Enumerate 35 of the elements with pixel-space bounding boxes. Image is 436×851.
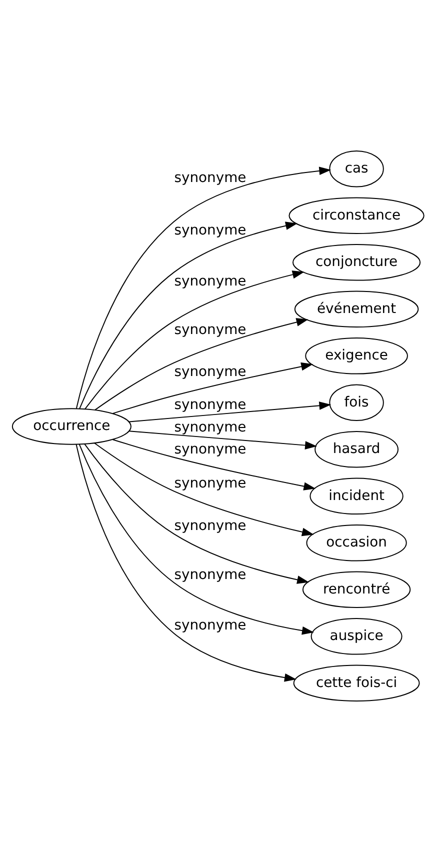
arrow bbox=[94, 442, 314, 536]
node-ellipse: auspice bbox=[310, 617, 402, 654]
node-ellipse: occasion bbox=[306, 524, 407, 561]
edge-label: synonyme bbox=[174, 441, 246, 458]
edge-label: synonyme bbox=[174, 474, 246, 491]
edge-label: synonyme bbox=[174, 222, 246, 238]
node-ellipse: occurrence bbox=[12, 408, 132, 444]
node-ellipse: rencontré bbox=[302, 570, 411, 608]
edge-label: synonyme bbox=[174, 170, 246, 186]
edge-label: synonyme bbox=[174, 363, 246, 380]
edge-label: synonyme bbox=[174, 617, 246, 634]
arrow bbox=[94, 318, 308, 410]
arrow bbox=[76, 444, 296, 682]
node-ellipse: hasard bbox=[314, 430, 398, 468]
arrow bbox=[76, 166, 332, 408]
arrow bbox=[112, 438, 316, 490]
edge-label: synonyme bbox=[174, 566, 246, 582]
arrow bbox=[112, 362, 314, 414]
edge-label: synonyme bbox=[174, 518, 246, 534]
node-ellipse: cette fois-ci bbox=[293, 664, 420, 702]
edge-label: synonyme bbox=[174, 396, 246, 412]
edge-label: synonyme bbox=[174, 322, 246, 338]
node-ellipse: fois bbox=[329, 384, 384, 421]
arrow bbox=[84, 270, 304, 409]
arrow bbox=[79, 221, 298, 409]
node-ellipse: cas bbox=[329, 150, 384, 187]
edge-label: synonyme bbox=[174, 419, 246, 436]
edge-label: synonyme bbox=[174, 272, 246, 289]
node-ellipse: exigence bbox=[305, 336, 408, 374]
node-ellipse: circonstance bbox=[288, 196, 424, 234]
arrow bbox=[128, 430, 318, 449]
arrow bbox=[128, 401, 332, 422]
arrow bbox=[78, 443, 314, 634]
node-ellipse: incident bbox=[310, 477, 404, 514]
arrow bbox=[84, 443, 310, 584]
